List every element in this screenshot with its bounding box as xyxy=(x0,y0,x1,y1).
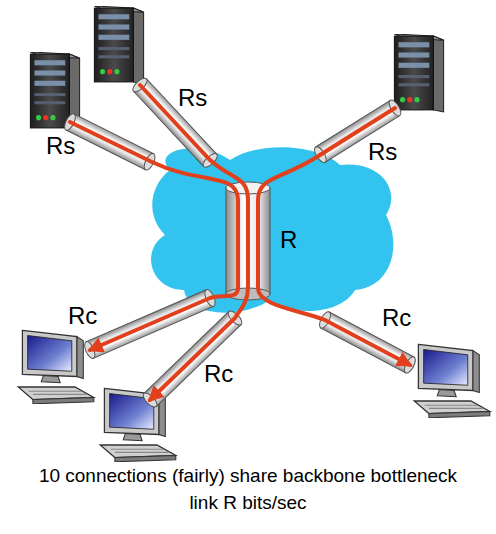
link-rate-label: Rs xyxy=(46,134,75,158)
link-rate-label: Rc xyxy=(382,306,411,330)
link-rate-label: Rc xyxy=(204,362,233,386)
server-icon xyxy=(394,34,443,112)
connection-flow xyxy=(70,85,410,400)
link-rate-label: Rs xyxy=(368,140,397,164)
figure-caption: 10 connections (fairly) share backbone b… xyxy=(38,462,458,516)
computer-icon xyxy=(18,330,94,404)
link-rate-label: Rs xyxy=(178,86,207,110)
link-rate-label: R xyxy=(280,228,297,252)
server-icon xyxy=(94,6,143,84)
computer-icon xyxy=(414,344,490,418)
link-rate-label: Rc xyxy=(68,304,97,328)
